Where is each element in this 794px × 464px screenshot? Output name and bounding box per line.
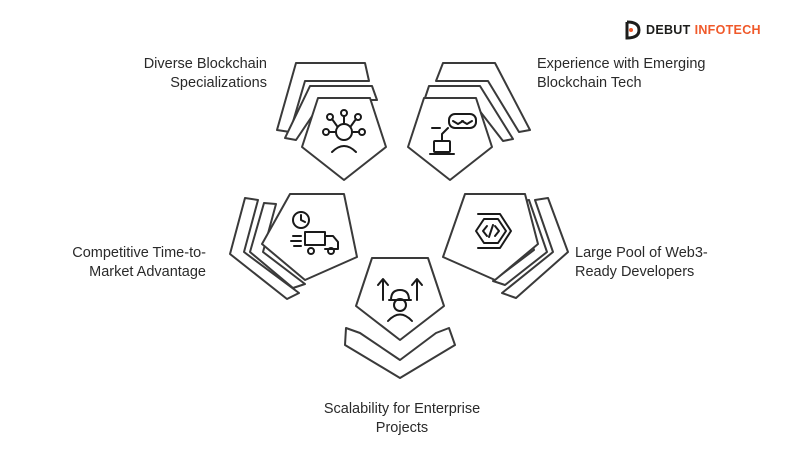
vr-laptop-icon xyxy=(429,113,477,155)
brand-logo: DEBUT INFOTECH xyxy=(622,18,761,42)
pentagon-time xyxy=(261,193,358,281)
chevron-band-time-inner xyxy=(249,202,306,289)
label-diverse: Diverse Blockchain Specializations xyxy=(144,55,267,93)
chevron-band-diverse xyxy=(276,62,370,133)
label-diverse-line2: Specializations xyxy=(170,75,267,91)
label-pool-line2: Ready Developers xyxy=(575,264,695,280)
code-hexagon-icon xyxy=(475,213,512,249)
label-pool: Large Pool of Web3- Ready Developers xyxy=(575,244,708,282)
label-pool-line1: Large Pool of Web3- xyxy=(575,245,708,261)
label-time: Competitive Time-to- Market Advantage xyxy=(72,244,206,282)
label-emerging-line2: Blockchain Tech xyxy=(537,75,642,91)
label-diverse-line1: Diverse Blockchain xyxy=(143,56,267,72)
label-scalability-line2: Projects xyxy=(375,420,429,436)
brand-word-2: INFOTECH xyxy=(694,23,761,37)
chevron-band-pool-inner xyxy=(492,199,548,286)
label-time-line1: Competitive Time-to- xyxy=(72,245,206,261)
engineer-arrows-icon xyxy=(377,278,423,322)
network-person-icon xyxy=(322,109,366,153)
chevron-band-pool xyxy=(501,197,569,299)
chevron-band-time xyxy=(229,197,300,300)
brand-mark-icon xyxy=(625,20,641,40)
label-scalability: Scalability for Enterprise Projects xyxy=(292,400,512,438)
label-emerging-line1: Experience with Emerging xyxy=(537,56,706,72)
pentagon-pool xyxy=(442,193,539,281)
chevron-band-emerging xyxy=(435,62,531,133)
delivery-truck-clock-icon xyxy=(290,211,339,255)
chevron-band-scalability xyxy=(344,327,456,379)
label-scalability-line1: Scalability for Enterprise xyxy=(323,401,481,417)
brand-word-1: DEBUT xyxy=(646,23,691,37)
pentagon-emerging xyxy=(407,97,493,181)
label-emerging: Experience with Emerging Blockchain Tech xyxy=(537,55,705,93)
label-time-line2: Market Advantage xyxy=(89,264,206,280)
